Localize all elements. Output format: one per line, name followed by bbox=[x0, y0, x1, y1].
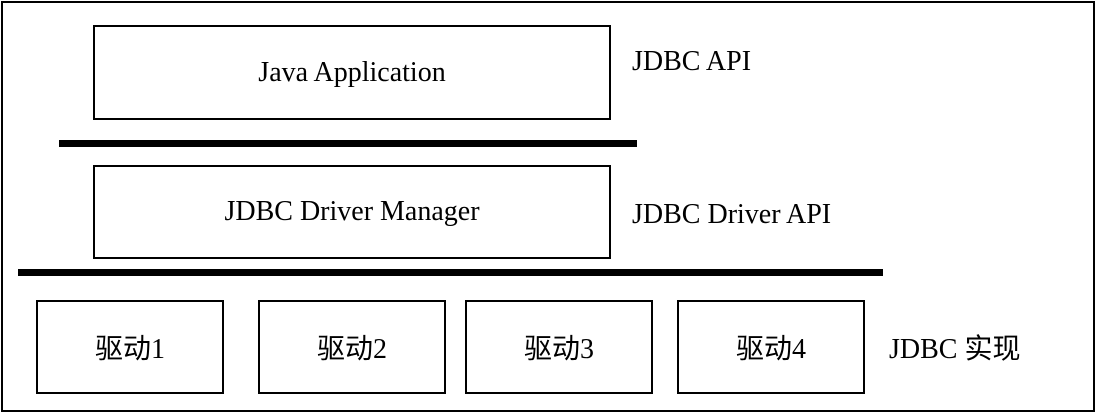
driver-manager-label: JDBC Driver Manager bbox=[224, 196, 480, 227]
driver-manager-box: JDBC Driver Manager bbox=[93, 165, 611, 259]
java-application-box: Java Application bbox=[93, 25, 611, 120]
driver-box-1: 驱动1 bbox=[36, 300, 224, 394]
jdbc-driver-api-label: JDBC Driver API bbox=[632, 199, 832, 230]
driver-label-4: 驱动4 bbox=[735, 334, 806, 365]
java-application-label: Java Application bbox=[258, 56, 446, 88]
jdbc-implementation-label: JDBC 实现 bbox=[889, 334, 1021, 365]
driver-box-2: 驱动2 bbox=[258, 300, 446, 394]
driver-box-3: 驱动3 bbox=[465, 300, 653, 394]
driver-label-3: 驱动3 bbox=[523, 334, 594, 365]
jdbc-api-label: JDBC API bbox=[632, 46, 752, 77]
application-separator-bar bbox=[59, 140, 637, 147]
driver-manager-separator-bar bbox=[18, 269, 883, 276]
driver-label-2: 驱动2 bbox=[316, 334, 387, 365]
driver-label-1: 驱动1 bbox=[94, 334, 165, 365]
driver-box-4: 驱动4 bbox=[677, 300, 865, 394]
